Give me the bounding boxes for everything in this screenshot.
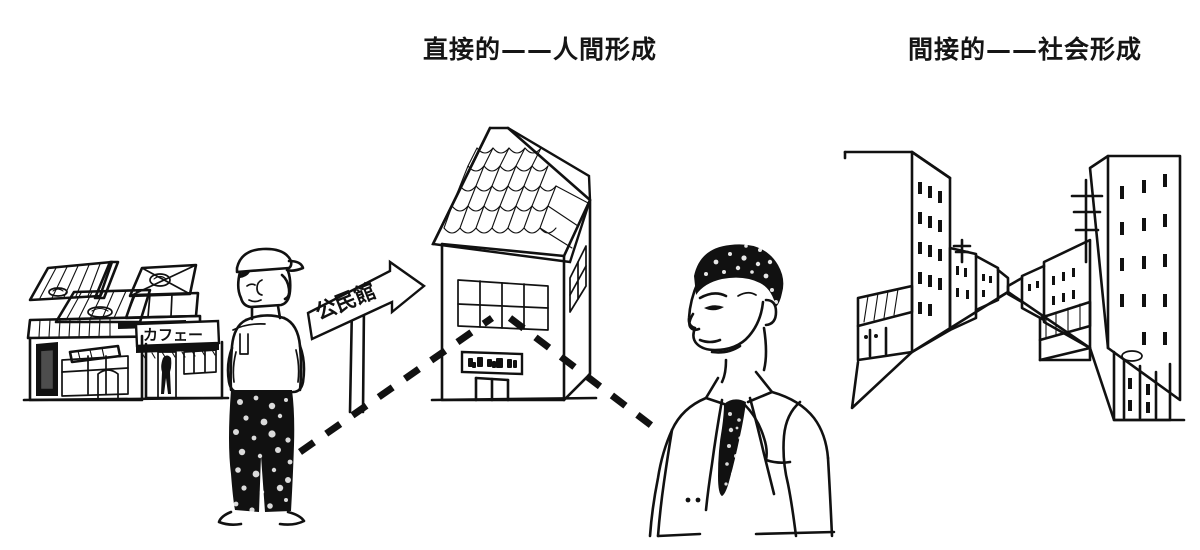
dashed-connectors (297, 315, 663, 455)
perspective-city-street (843, 150, 1186, 422)
title-indirect-social-formation: 間接的——社会形成 (907, 35, 1142, 64)
direction-signpost: 公民館 (306, 259, 426, 414)
worker-in-cap-illustration (217, 247, 306, 526)
community-hall-building (430, 126, 598, 402)
dashed-link-left (297, 315, 495, 455)
shopping-street-illustration: カフェー (22, 260, 230, 402)
man-in-suit-portrait (648, 244, 836, 538)
dashed-link-right (507, 315, 663, 435)
cafe-sign-text: カフェー (143, 326, 203, 344)
title-direct-human-formation: 直接的——人間形成 (422, 35, 657, 64)
